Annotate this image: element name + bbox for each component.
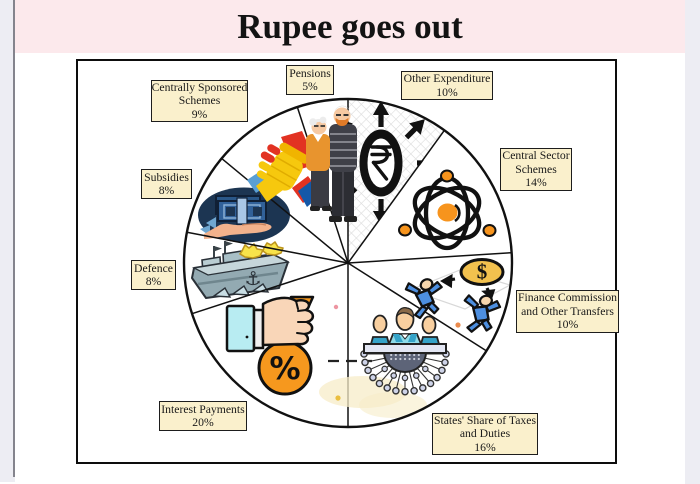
pie-outline [182,97,514,429]
slice-boundary [186,231,349,264]
page-title: Rupee goes out [237,6,463,46]
page-bottom-gap [0,482,15,484]
slice-boundary [347,251,512,264]
page-left-edge [13,0,15,477]
slice-boundary [221,157,349,264]
slice-boundary [347,262,487,352]
slice-boundary [347,129,446,264]
title-band: Rupee goes out [15,0,685,53]
money-hand-icon-use [197,186,291,244]
slice-boundary [191,262,349,315]
